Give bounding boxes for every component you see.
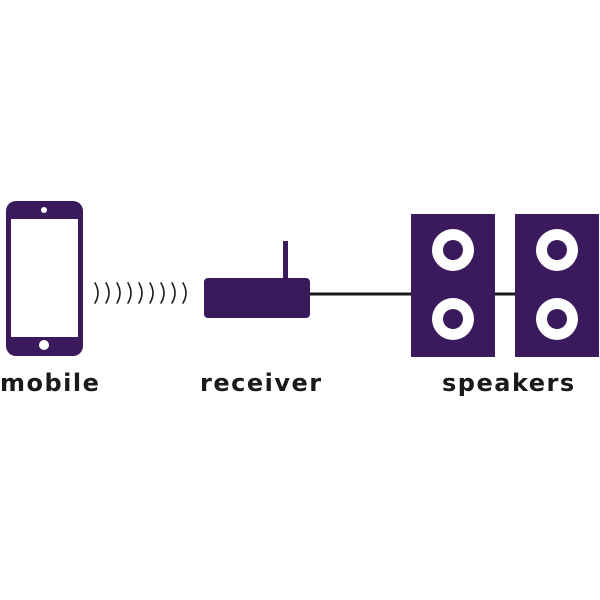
receiver-body <box>204 278 310 318</box>
speaker-woofer-center <box>443 309 463 329</box>
speaker-right-icon <box>515 214 599 357</box>
wireless-signal-icon <box>94 282 187 304</box>
phone-camera <box>41 207 47 213</box>
phone-screen <box>11 219 78 337</box>
speaker-woofer-center <box>443 240 463 260</box>
mobile-label: mobile <box>0 369 101 397</box>
speakers-label: speakers <box>442 369 576 397</box>
speaker-woofer-center <box>547 309 567 329</box>
signal-arc <box>105 282 110 304</box>
signal-arc <box>160 282 165 304</box>
signal-arc <box>171 282 176 304</box>
speaker-woofer-center <box>547 240 567 260</box>
signal-arc <box>182 282 187 304</box>
smartphone-icon <box>6 201 83 356</box>
signal-arc <box>149 282 154 304</box>
signal-arc <box>116 282 121 304</box>
speaker-left-icon <box>411 214 495 357</box>
signal-arc <box>94 282 99 304</box>
receiver-label: receiver <box>200 369 323 397</box>
signal-arc <box>138 282 143 304</box>
wireless-receiver-icon <box>204 241 310 318</box>
receiver-antenna <box>283 241 288 281</box>
phone-home-button <box>39 340 49 350</box>
signal-arc <box>127 282 132 304</box>
